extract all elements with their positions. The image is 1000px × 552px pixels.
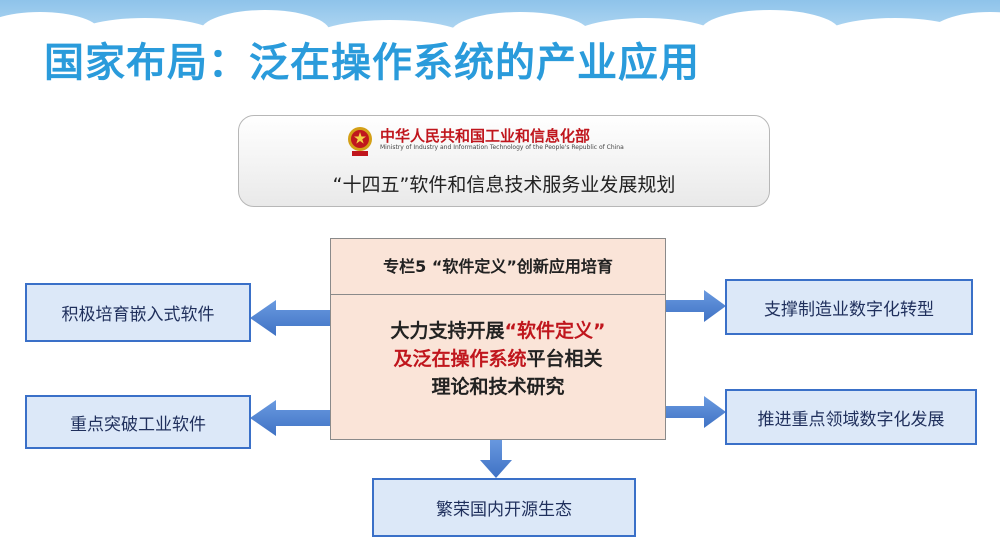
arrow-to-industrial-software — [250, 400, 330, 436]
center-column-box: 专栏5 “软件定义”创新应用培育 大力支持开展“软件定义” 及泛在操作系统平台相… — [330, 238, 666, 440]
arrow-to-embedded-software — [250, 300, 330, 336]
box-industrial-software: 重点突破工业软件 — [25, 395, 251, 449]
plan-title: “十四五”软件和信息技术服务业发展规划 — [332, 174, 676, 196]
cloud-banner — [0, 0, 1000, 60]
national-emblem-icon — [348, 127, 372, 156]
arrow-to-manufacturing — [664, 290, 726, 322]
column-body: 大力支持开展“软件定义” 及泛在操作系统平台相关 理论和技术研究 — [331, 295, 665, 401]
arrow-to-key-fields — [664, 396, 726, 428]
box-embedded-software: 积极培育嵌入式软件 — [25, 283, 251, 342]
body-line-1: 大力支持开展“软件定义” — [390, 320, 606, 342]
ministry-plan-box: 中华人民共和国工业和信息化部 Ministry of Industry and … — [238, 115, 770, 207]
page-title: 国家布局：泛在操作系统的产业应用 — [44, 40, 700, 86]
ministry-name: 中华人民共和国工业和信息化部 — [380, 127, 591, 145]
column-header: 专栏5 “软件定义”创新应用培育 — [331, 239, 665, 295]
arrow-to-open-source — [480, 438, 512, 478]
ministry-name-english: Ministry of Industry and Information Tec… — [380, 144, 624, 151]
body-line-2: 及泛在操作系统平台相关 — [393, 348, 603, 370]
box-key-fields-digital: 推进重点领域数字化发展 — [725, 389, 977, 445]
box-open-source: 繁荣国内开源生态 — [372, 478, 636, 537]
box-manufacturing-digital: 支撑制造业数字化转型 — [725, 279, 973, 335]
body-line-3: 理论和技术研究 — [431, 376, 565, 398]
